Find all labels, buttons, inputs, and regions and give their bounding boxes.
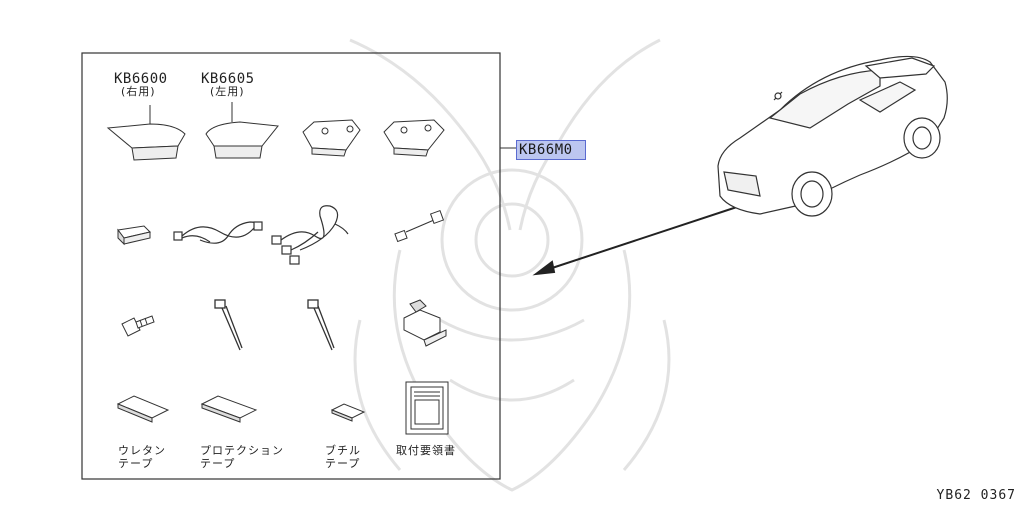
harness-b-drawing <box>271 205 349 265</box>
protection-tape-label-line2: テープ <box>200 457 236 470</box>
urethane-tape-label-line2: テープ <box>118 457 154 470</box>
butyl-tape-drawing <box>330 403 366 422</box>
parts-box <box>81 52 501 480</box>
diagram-code: YB62 0367 <box>936 488 1016 503</box>
spoiler-left-part-number: KB6605 <box>201 71 255 87</box>
car-drawing <box>717 55 948 217</box>
protection-tape-label-line1: プロテクション <box>200 444 284 457</box>
bolt-drawing <box>121 315 155 337</box>
spoiler-right-drawing <box>106 105 186 161</box>
bracket-right-drawing <box>302 119 361 157</box>
connector-drawing <box>394 209 445 243</box>
urethane-tape-label-line1: ウレタン <box>118 444 166 457</box>
kit-part-number-badge[interactable]: KB66M0 <box>516 140 586 160</box>
installation-manual-label: 取付要領書 <box>396 444 456 457</box>
spoiler-left-note: (左用) <box>210 85 245 98</box>
spoiler-right-part-number: KB6600 <box>114 71 168 87</box>
control-unit-drawing <box>117 225 151 246</box>
clip-drawing <box>403 299 447 347</box>
manual-drawing <box>405 381 449 435</box>
rod-b-drawing <box>307 299 335 351</box>
bracket-left-drawing <box>383 119 445 157</box>
watermark-emblem <box>349 38 671 492</box>
urethane-tape-drawing <box>116 395 170 423</box>
protection-tape-drawing <box>200 395 258 423</box>
spoiler-right-note: (右用) <box>121 85 156 98</box>
spoiler-left-drawing <box>205 102 279 159</box>
butyl-tape-label-line2: テープ <box>325 457 361 470</box>
kit-part-number: KB66M0 <box>519 142 573 158</box>
rod-a-drawing <box>214 299 243 351</box>
harness-a-drawing <box>173 221 263 244</box>
butyl-tape-label-line1: ブチル <box>325 444 361 457</box>
location-arrow <box>532 203 747 276</box>
